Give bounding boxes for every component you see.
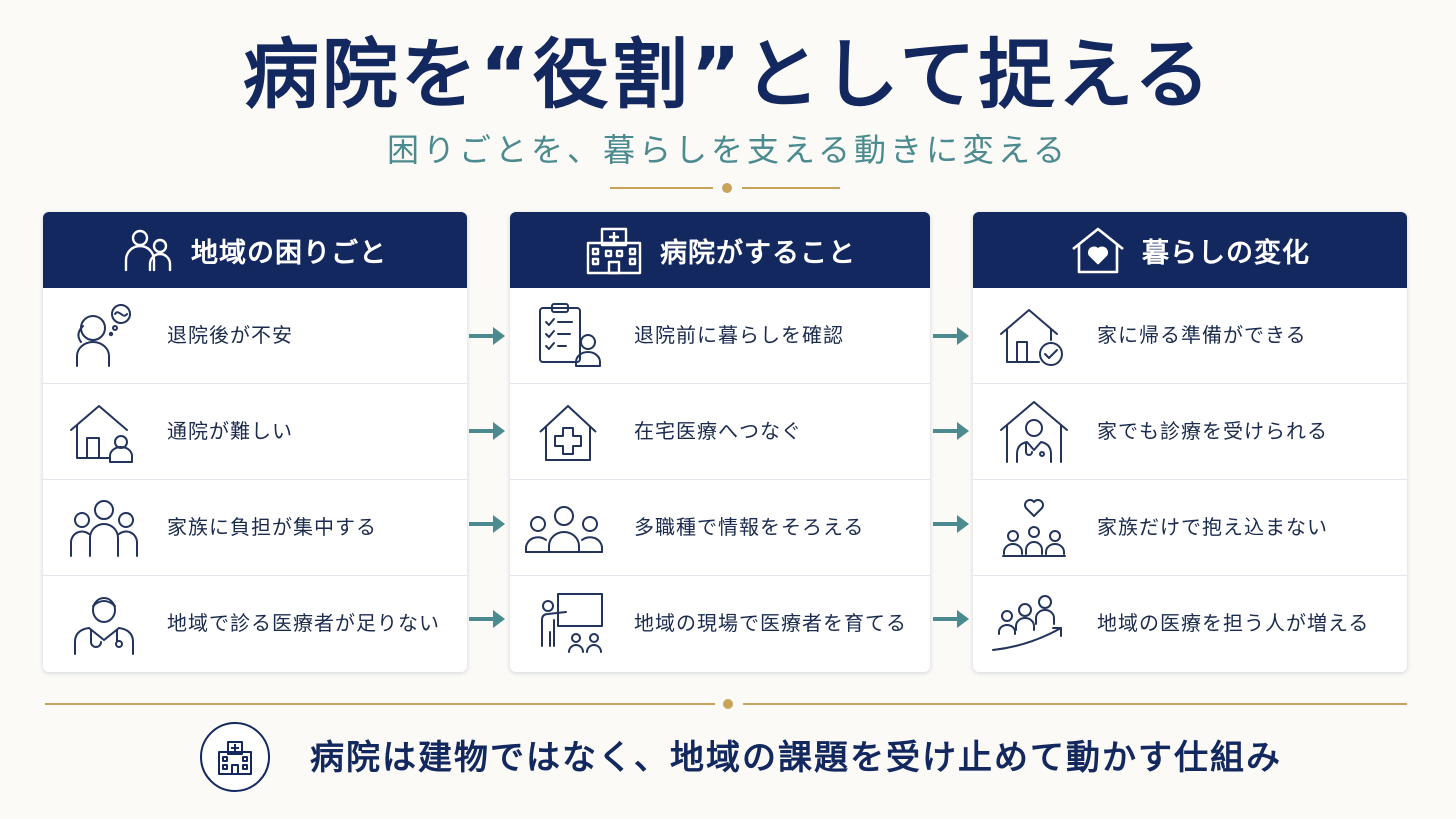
list-item-label: 家に帰る準備ができる	[1097, 323, 1307, 347]
list-item: 家族だけで抱え込まない	[973, 480, 1407, 576]
team-icon	[525, 506, 603, 553]
list-item: 退院前に暮らしを確認	[510, 288, 930, 384]
footer-badge	[200, 722, 270, 792]
list-item-label: 家でも診療を受けられる	[1097, 419, 1328, 443]
footer-message: 病院は建物ではなく、地域の課題を受け止めて動かす仕組み	[310, 738, 1282, 778]
list-item-label: 地域の現場で医療者を育てる	[634, 611, 907, 635]
arrow-right-icon	[469, 422, 505, 440]
house-check-icon	[1000, 309, 1063, 366]
list-item-label: 地域の医療を担う人が増える	[1097, 611, 1370, 635]
panel-header-label: 病院がすること	[660, 237, 856, 269]
panel-header: 暮らしの変化	[973, 212, 1407, 288]
panel-header-label: 地域の困りごと	[191, 237, 387, 269]
doctor-icon	[74, 597, 134, 655]
list-item: 家族に負担が集中する	[43, 480, 467, 576]
list-item: 多職種で情報をそろえる	[510, 480, 930, 576]
divider-top-left	[610, 187, 713, 189]
arrow-right-icon	[933, 610, 969, 628]
list-item-label: 家族だけで抱え込まない	[1097, 515, 1328, 539]
list-item-label: 家族に負担が集中する	[167, 515, 377, 539]
divider-bottom-dot	[723, 699, 733, 709]
panel-header: 病院がすること	[510, 212, 930, 288]
list-item: 退院後が不安	[43, 288, 467, 384]
people-icon	[124, 229, 172, 272]
divider-top-right	[742, 187, 840, 189]
arrow-right-icon	[469, 610, 505, 628]
list-item-label: 退院前に暮らしを確認	[634, 323, 844, 347]
divider-bottom-right	[743, 703, 1407, 705]
house-doctor-icon	[1000, 401, 1068, 463]
divider-bottom-left	[45, 703, 715, 705]
building-icon	[218, 741, 252, 775]
page-title: 病院を“役割”として捉える	[242, 30, 1214, 119]
panel-life-changes: 暮らしの変化 家に帰る準備ができる 家でも診療を受けられる 家族だけで抱え込まな…	[973, 212, 1407, 672]
divider-top-dot	[722, 183, 732, 193]
family-heart-icon	[1002, 499, 1066, 557]
list-item-label: 地域で診る医療者が足りない	[167, 611, 440, 635]
arrow-right-icon	[469, 327, 505, 345]
growth-people-icon	[992, 595, 1062, 651]
list-item-label: 通院が難しい	[167, 419, 293, 443]
arrow-right-icon	[933, 422, 969, 440]
home-medical-icon	[539, 405, 597, 461]
hospital-icon	[586, 227, 642, 275]
panel-header: 地域の困りごと	[43, 212, 467, 288]
list-item: 家でも診療を受けられる	[973, 384, 1407, 480]
list-item: 地域の現場で医療者を育てる	[510, 576, 930, 671]
list-item-label: 退院後が不安	[167, 323, 293, 347]
arrow-right-icon	[469, 515, 505, 533]
list-item: 地域の医療を担う人が増える	[973, 576, 1407, 671]
house-heart-icon	[1072, 227, 1124, 274]
list-item-label: 在宅医療へつなぐ	[634, 419, 802, 443]
panel-hospital-actions: 病院がすること 退院前に暮らしを確認 在宅医療へつなぐ 多職種で情報をそろえる	[510, 212, 930, 672]
panel-header-label: 暮らしの変化	[1142, 237, 1310, 269]
checklist-person-icon	[539, 303, 601, 367]
teaching-icon	[541, 593, 603, 653]
house-person-icon	[70, 405, 133, 463]
list-item: 通院が難しい	[43, 384, 467, 480]
family-icon	[70, 500, 138, 557]
page-subtitle: 困りごとを、暮らしを支える動きに変える	[386, 131, 1070, 169]
list-item: 家に帰る準備ができる	[973, 288, 1407, 384]
arrow-right-icon	[933, 327, 969, 345]
worried-person-icon	[76, 304, 131, 367]
panel-problems: 地域の困りごと 退院後が不安 通院が難しい 家族に負担が集中する 地域で診る医療…	[43, 212, 467, 672]
list-item: 地域で診る医療者が足りない	[43, 576, 467, 671]
arrow-right-icon	[933, 515, 969, 533]
list-item: 在宅医療へつなぐ	[510, 384, 930, 480]
list-item-label: 多職種で情報をそろえる	[634, 515, 865, 539]
